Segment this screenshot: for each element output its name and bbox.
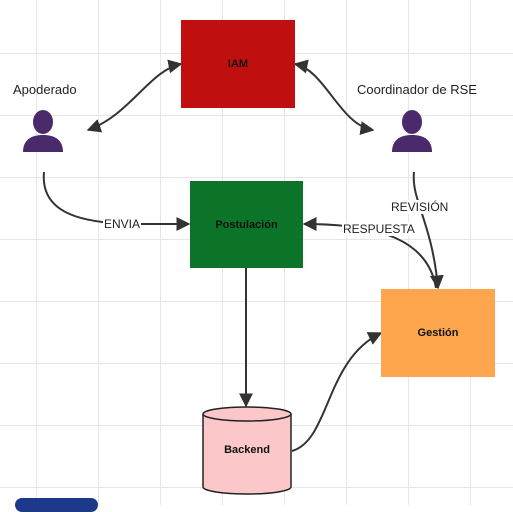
coordinador-label: Coordinador de RSE: [357, 82, 477, 97]
backend-cylinder[interactable]: [202, 406, 292, 495]
edge-backend-gestion[interactable]: [291, 332, 383, 452]
edge-iam-coordinador[interactable]: [293, 59, 375, 136]
person-icon[interactable]: [391, 108, 433, 152]
edge-apoderado-iam[interactable]: [86, 59, 183, 133]
edge-coordinador-gestion[interactable]: [412, 171, 444, 290]
backend-node-label: Backend: [224, 444, 270, 456]
apoderado-label: Apoderado: [13, 82, 77, 97]
gestion-node[interactable]: Gestión: [381, 289, 495, 377]
person-icon[interactable]: [22, 108, 64, 152]
edge-gestion-postulacion[interactable]: [302, 217, 437, 289]
edge-label-revision: REVISIÓN: [390, 200, 450, 214]
bottom-toolbar-chip[interactable]: [15, 498, 98, 512]
postulacion-node[interactable]: Postulación: [190, 181, 303, 268]
iam-node[interactable]: IAM: [181, 20, 295, 108]
edge-label-respuesta: RESPUESTA: [342, 222, 416, 236]
edge-label-envia: ENVIA: [103, 217, 142, 231]
